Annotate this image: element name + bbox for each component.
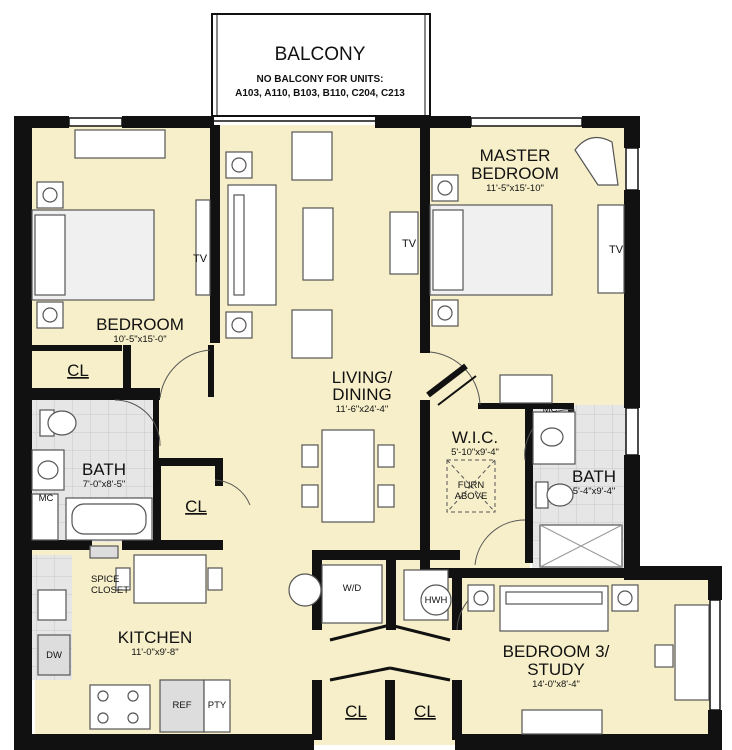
bath2-dims: 5'-4"x9'-4" [573, 486, 616, 497]
living-name-1: LIVING/ [332, 368, 393, 387]
dining-table [321, 429, 375, 523]
bedroom-furniture [31, 129, 211, 329]
furn-above-2: ABOVE [455, 491, 488, 502]
bath2-name: BATH [572, 467, 616, 486]
bedroom3-name-2: STUDY [527, 660, 585, 679]
furn-above-1: FURN [458, 480, 485, 491]
kitchen-fixtures [37, 545, 231, 733]
closet-label-bedroom: CL [67, 361, 89, 380]
armchair [291, 309, 333, 359]
wic-name: W.I.C. [452, 428, 498, 447]
closet-label-1: CL [345, 702, 367, 721]
sink [37, 589, 67, 621]
tv-stand [195, 199, 211, 296]
tv-stand [389, 211, 419, 275]
kitchen-table [133, 554, 207, 604]
kitchen-dims: 11'-0"x9'-8" [131, 647, 178, 658]
bath1-fixtures [31, 409, 153, 541]
kitchen-name: KITCHEN [118, 628, 193, 647]
wic-dims: 5'-10"x9'-4" [451, 447, 499, 458]
walls [14, 116, 722, 750]
armchair-round [574, 136, 619, 186]
washer-drum [288, 573, 322, 607]
bedroom-dims: 10'-5"x15'-0" [113, 334, 166, 345]
bench [521, 709, 603, 735]
master-name-2: BEDROOM [471, 164, 559, 183]
balcony-note-line1: NO BALCONY FOR UNITS: [256, 74, 383, 85]
master-furniture [429, 136, 625, 404]
hwh-label: HWH [425, 595, 448, 606]
master-name-1: MASTER [480, 146, 551, 165]
bath1-dims: 7'-0"x8'-5" [83, 479, 126, 490]
living-furniture [225, 131, 419, 523]
balcony-outline [211, 13, 431, 117]
dresser [499, 374, 553, 404]
tv-label-bedroom: TV [193, 253, 208, 265]
laundry [288, 564, 452, 624]
balcony-note-line2: A103, A110, B103, B110, C204, C213 [235, 88, 405, 99]
living-dims: 11'-6"x24'-4" [336, 404, 388, 415]
wd-label: W/D [343, 583, 362, 594]
pantry [203, 679, 231, 733]
balcony: BALCONY NO BALCONY FOR UNITS: A103, A110… [211, 13, 431, 117]
tv-stand [597, 204, 625, 294]
floor-wic [425, 405, 530, 570]
ref-label: REF [173, 700, 192, 711]
hall-doors [329, 623, 451, 682]
room-labels: BEDROOM 10'-5"x15'-0" MASTER BEDROOM 11'… [82, 146, 616, 690]
master-dims: 11'-5"x15'-10" [486, 183, 544, 194]
armchair [291, 131, 333, 181]
range [89, 684, 151, 730]
spice-closet-2: CLOSET [91, 585, 129, 596]
pty-label: PTY [208, 700, 227, 711]
refrigerator [159, 679, 205, 733]
attic-access [446, 459, 496, 513]
mc-label-bath1: MC [39, 493, 54, 504]
bedroom-name: BEDROOM [96, 315, 184, 334]
dresser [74, 129, 166, 159]
dw-label: DW [46, 650, 62, 661]
spice-closet-shelf [89, 545, 119, 559]
water-heater [420, 584, 452, 616]
balcony-title: BALCONY [275, 44, 366, 65]
bath2-fixtures [532, 411, 623, 568]
washer-dryer [321, 564, 383, 624]
dishwasher [37, 634, 71, 676]
tv-label-master: TV [609, 244, 624, 256]
bedroom3-name-1: BEDROOM 3/ [503, 642, 610, 661]
mc-label-bath2: MC [543, 404, 558, 415]
fixture-labels: CL CL CL CL TV TV TV MC MC W/D HWH DW RE… [39, 238, 624, 721]
closet-label-2: CL [414, 702, 436, 721]
toilet [47, 410, 77, 436]
bath1-name: BATH [82, 460, 126, 479]
spice-closet-1: SPICE [91, 574, 120, 585]
bedroom3-dims: 14'-0"x8'-4" [532, 679, 580, 690]
living-name-2: DINING [332, 385, 392, 404]
toilet [546, 483, 574, 507]
tv-label-living: TV [402, 238, 417, 250]
desk [674, 604, 710, 701]
coffee-table [302, 207, 334, 281]
nightstand [36, 181, 64, 209]
bedroom3-furniture [467, 584, 710, 735]
wic-details [426, 363, 496, 513]
windows [68, 117, 721, 711]
closet-label-hall: CL [185, 497, 207, 516]
